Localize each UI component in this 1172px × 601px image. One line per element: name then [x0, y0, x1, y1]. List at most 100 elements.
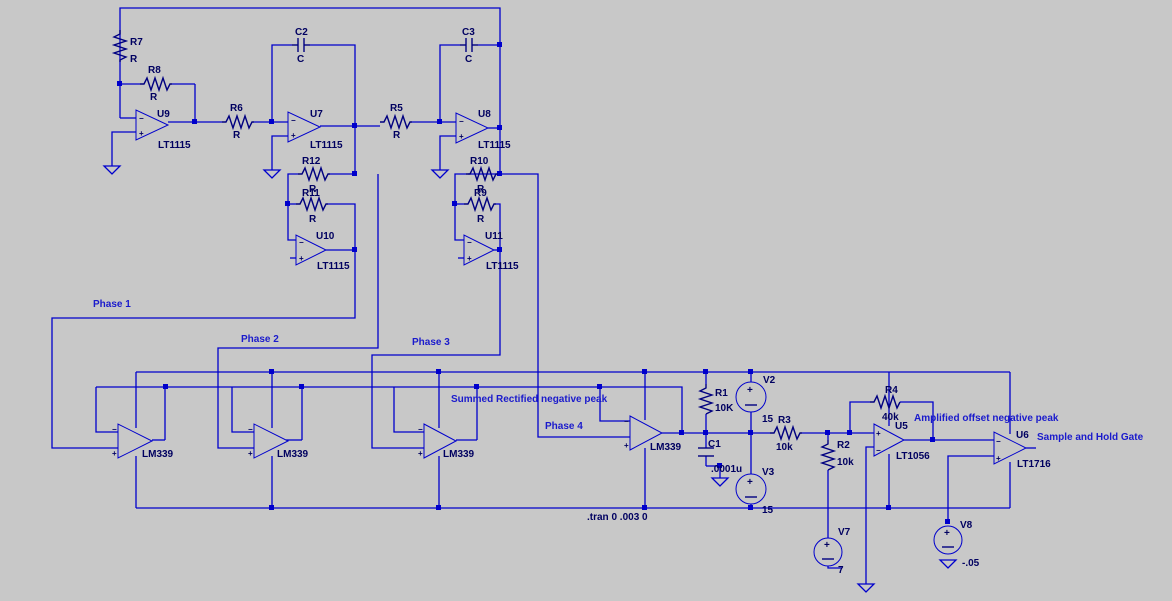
- svg-text:U10: U10: [316, 231, 335, 242]
- svg-text:V7: V7: [838, 527, 851, 538]
- svg-text:LT1115: LT1115: [317, 261, 350, 272]
- svg-text:U6: U6: [1016, 430, 1029, 441]
- net-label-summed: Summed Rectified negative peak: [451, 394, 608, 405]
- opamp-u6[interactable]: − + U6 LT1716: [993, 430, 1051, 470]
- svg-text:-.05: -.05: [962, 558, 980, 569]
- junctions: [117, 42, 950, 524]
- svg-text:+: +: [139, 129, 144, 138]
- resistor-r6[interactable]: R6 R: [222, 103, 254, 141]
- svg-text:−: −: [139, 114, 144, 123]
- resistor-r8[interactable]: R8 R: [140, 65, 172, 103]
- svg-text:15: 15: [762, 414, 774, 425]
- svg-text:R10: R10: [470, 156, 489, 167]
- svg-text:R11: R11: [302, 188, 320, 199]
- resistor-r10[interactable]: R10 R: [466, 156, 498, 195]
- resistor-r12[interactable]: R12 R: [298, 156, 330, 195]
- svg-text:+: +: [418, 449, 423, 458]
- svg-text:R8: R8: [148, 65, 161, 76]
- resistor-r7[interactable]: R7 R: [111, 30, 143, 65]
- ground-symbols: [102, 165, 958, 593]
- svg-text:LT1115: LT1115: [310, 140, 343, 151]
- svg-text:R7: R7: [130, 37, 143, 48]
- svg-text:U9: U9: [157, 109, 170, 120]
- resistor-r11[interactable]: R11 R: [296, 188, 328, 225]
- net-label-phase-1: Phase 1: [93, 299, 131, 310]
- svg-text:+: +: [824, 540, 830, 551]
- resistor-r5[interactable]: R5 R: [380, 103, 412, 141]
- svg-text:−: −: [459, 117, 464, 126]
- svg-text:−: −: [467, 238, 472, 247]
- svg-text:LM339: LM339: [142, 449, 174, 460]
- svg-text:U11: U11: [485, 231, 503, 242]
- capacitor-c2[interactable]: C2 C: [292, 27, 310, 65]
- svg-text:LM339: LM339: [277, 449, 309, 460]
- resistor-r1[interactable]: R1 10K: [697, 384, 734, 415]
- svg-text:R: R: [309, 214, 317, 225]
- wires: [51, 7, 1036, 584]
- resistor-r3[interactable]: R3 10k: [770, 415, 802, 453]
- svg-text:+: +: [248, 449, 253, 458]
- comparator-4[interactable]: − + LM339: [624, 415, 682, 453]
- spice-directive[interactable]: .tran 0 .003 0: [587, 512, 648, 523]
- svg-text:R9: R9: [474, 188, 487, 199]
- opamp-u7[interactable]: − + U7 LT1115: [287, 109, 343, 151]
- svg-text:C1: C1: [708, 439, 721, 450]
- net-label-phase-4: Phase 4: [545, 421, 583, 432]
- svg-text:10k: 10k: [837, 457, 854, 468]
- comparator-2[interactable]: − + LM339: [248, 423, 309, 460]
- resistor-r4[interactable]: R4 40k: [870, 385, 901, 423]
- voltage-source-v3[interactable]: + V3 15: [735, 467, 775, 516]
- svg-text:LT1716: LT1716: [1017, 459, 1051, 470]
- comparator-3[interactable]: − + LM339: [418, 423, 475, 460]
- svg-text:R5: R5: [390, 103, 403, 114]
- comparator-1[interactable]: − + LM339: [112, 423, 174, 460]
- opamp-u8[interactable]: − + U8 LT1115: [455, 109, 511, 151]
- svg-text:R: R: [150, 92, 158, 103]
- svg-text:C2: C2: [295, 27, 308, 38]
- svg-text:15: 15: [762, 505, 774, 516]
- svg-text:R12: R12: [302, 156, 321, 167]
- svg-text:+: +: [876, 429, 881, 438]
- opamp-u11[interactable]: − + U11 LT1115: [463, 231, 519, 272]
- svg-text:U5: U5: [895, 421, 908, 432]
- svg-text:10k: 10k: [776, 442, 793, 453]
- opamp-u9[interactable]: − + U9 LT1115: [135, 109, 191, 151]
- svg-text:R: R: [309, 184, 317, 195]
- svg-text:+: +: [467, 254, 472, 263]
- opamp-u10[interactable]: − + U10 LT1115: [295, 231, 350, 272]
- svg-text:−: −: [291, 116, 296, 125]
- svg-text:V3: V3: [762, 467, 775, 478]
- voltage-source-v8[interactable]: + V8 -.05: [933, 520, 980, 569]
- svg-text:−: −: [112, 425, 117, 434]
- resistor-r9[interactable]: R9 R: [464, 188, 496, 225]
- net-label-amplified: Amplified offset negative peak: [914, 413, 1059, 424]
- svg-text:R: R: [233, 130, 241, 141]
- svg-text:+: +: [996, 454, 1001, 463]
- svg-text:LT1056: LT1056: [896, 451, 930, 462]
- svg-text:LT1115: LT1115: [486, 261, 519, 272]
- svg-text:R: R: [393, 130, 401, 141]
- svg-text:R: R: [477, 214, 485, 225]
- svg-text:−: −: [418, 425, 423, 434]
- svg-text:LM339: LM339: [443, 449, 475, 460]
- svg-text:+: +: [112, 449, 117, 458]
- resistor-r2[interactable]: R2 10k: [819, 440, 854, 471]
- svg-text:+: +: [747, 477, 753, 488]
- svg-text:10K: 10K: [715, 403, 734, 414]
- svg-text:+: +: [624, 441, 629, 450]
- capacitor-c3[interactable]: C3 C: [460, 27, 478, 65]
- svg-text:+: +: [747, 385, 753, 396]
- svg-text:+: +: [944, 528, 950, 539]
- capacitor-c1[interactable]: C1 .0001u: [698, 439, 742, 475]
- voltage-source-v7[interactable]: + V7 7: [813, 527, 851, 576]
- opamp-u5[interactable]: + − U5 LT1056: [873, 421, 930, 462]
- svg-text:V8: V8: [960, 520, 973, 531]
- svg-text:R6: R6: [230, 103, 243, 114]
- svg-text:R4: R4: [885, 385, 898, 396]
- svg-text:+: +: [291, 131, 296, 140]
- svg-text:40k: 40k: [882, 412, 899, 423]
- svg-text:U8: U8: [478, 109, 491, 120]
- voltage-source-v2[interactable]: + V2 15: [735, 375, 776, 425]
- svg-text:R3: R3: [778, 415, 791, 426]
